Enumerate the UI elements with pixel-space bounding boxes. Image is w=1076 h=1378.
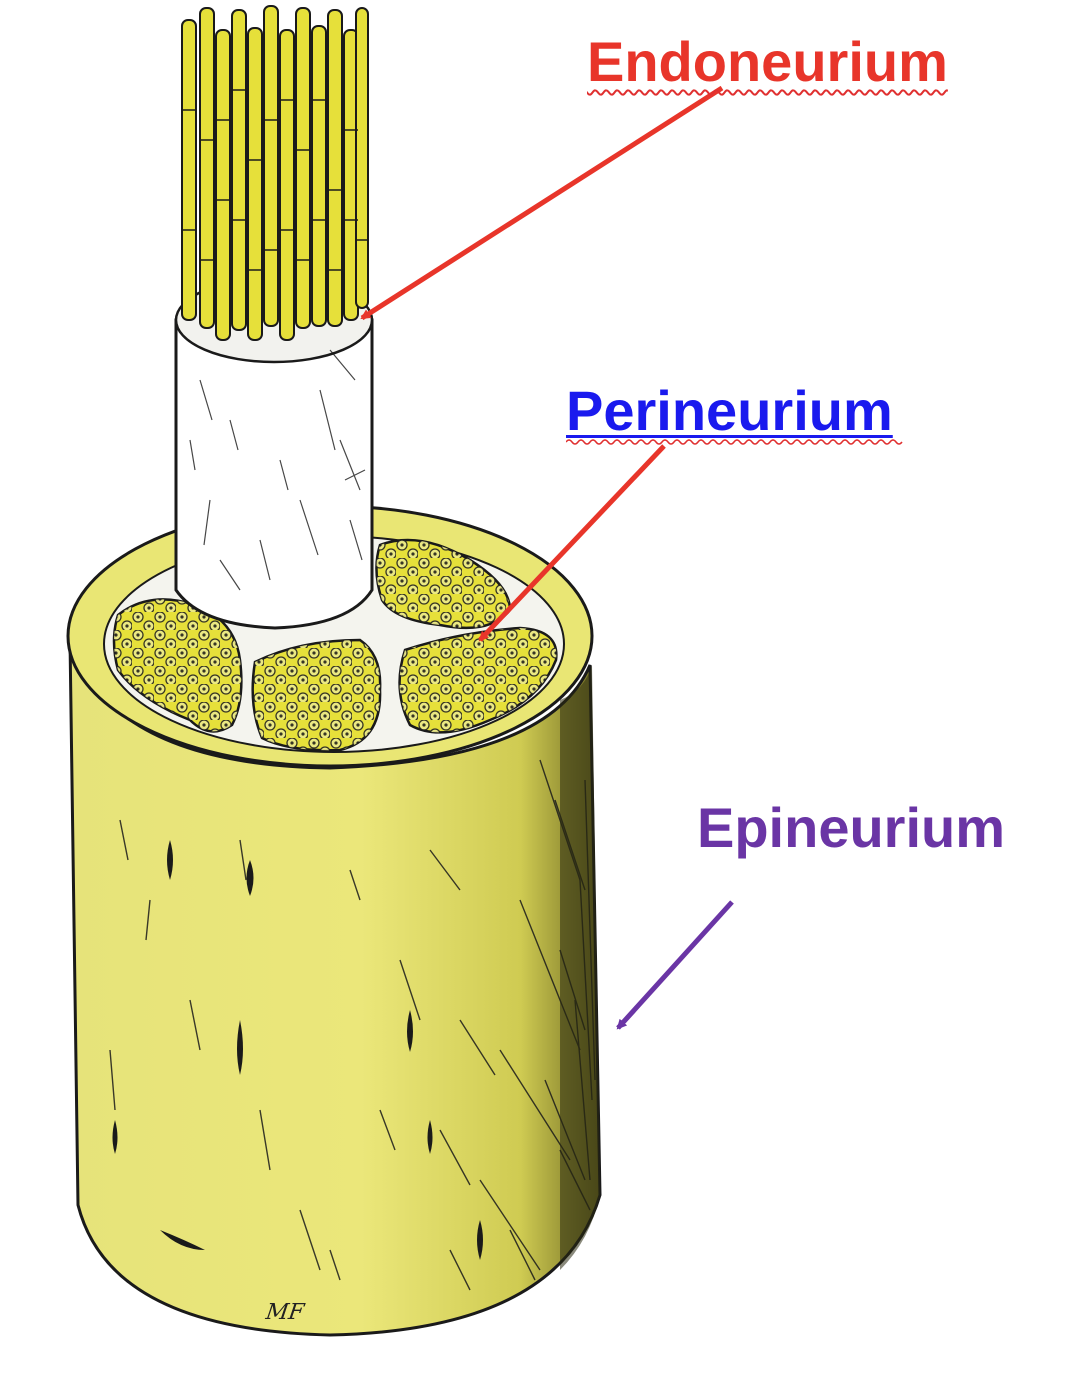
arrow-icon [478,444,666,642]
perineurium-underline [566,439,903,445]
epineurium-label: Epineurium [697,796,1006,859]
arrow-icon [360,85,724,321]
fascicles [112,538,558,752]
arrow-icon [616,900,734,1030]
artist-initials: MF [264,1300,306,1325]
perineurium-label: Perineurium [566,379,893,442]
endoneurium-label: Endoneurium [587,30,948,93]
axon-bundle [181,5,369,341]
perineurium-tube [174,276,374,630]
